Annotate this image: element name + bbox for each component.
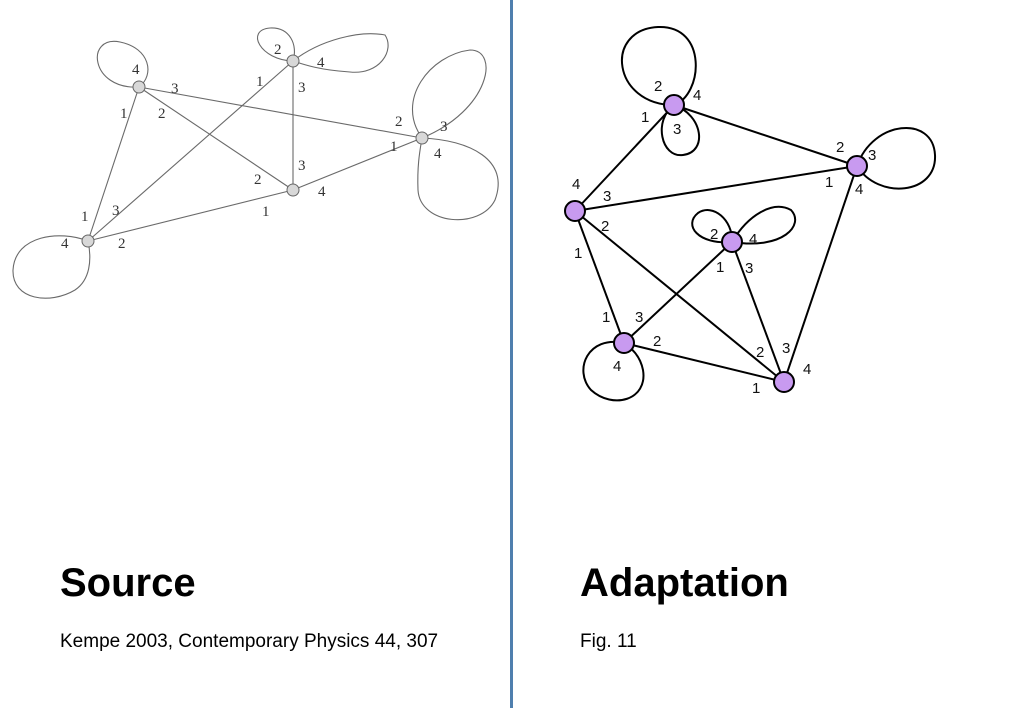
- source-port-label: 2: [254, 172, 262, 188]
- adaptation-port-label: 1: [602, 309, 610, 326]
- adaptation-loop: [855, 126, 937, 190]
- source-port-label: 4: [434, 146, 442, 162]
- adaptation-port-label: 3: [782, 340, 790, 357]
- source-port-label: 4: [61, 236, 69, 252]
- adaptation-port-label: 3: [635, 309, 643, 326]
- source-node: [81, 234, 95, 248]
- adaptation-node: [846, 155, 868, 177]
- adaptation-port-label: 4: [572, 176, 580, 193]
- source-panel: 4 3 1 2 2 4 1 3 2 3 1 4 2 3 4 1 1 3 4 2 …: [0, 0, 510, 708]
- adaptation-edge: [783, 165, 858, 383]
- adaptation-loop: [660, 103, 700, 157]
- source-edge: [87, 60, 294, 242]
- adaptation-edge: [574, 165, 858, 212]
- adaptation-port-label: 4: [613, 358, 621, 375]
- source-port-label: 3: [112, 203, 120, 219]
- source-port-label: 1: [120, 106, 128, 122]
- source-node: [286, 183, 300, 197]
- source-node: [132, 80, 146, 94]
- adaptation-port-label: 4: [803, 361, 811, 378]
- adaptation-port-label: 2: [710, 226, 718, 243]
- adaptation-edge: [623, 241, 733, 344]
- source-port-label: 2: [118, 236, 126, 252]
- adaptation-port-label: 1: [641, 109, 649, 126]
- source-port-label: 2: [158, 106, 166, 122]
- adaptation-port-label: 3: [603, 188, 611, 205]
- adaptation-graph: 2 4 1 3 2 3 1 4 4 3 2 1 2 4 1 3 1 3 2 4 …: [564, 25, 937, 402]
- adaptation-port-label: 3: [745, 260, 753, 277]
- source-port-label: 1: [390, 139, 398, 155]
- adaptation-edge: [574, 104, 675, 212]
- source-port-label: 1: [262, 204, 270, 220]
- source-port-label: 4: [132, 62, 140, 78]
- adaptation-port-label: 2: [836, 139, 844, 156]
- adaptation-node: [613, 332, 635, 354]
- adaptation-edge: [574, 210, 785, 383]
- adaptation-edge: [731, 241, 785, 383]
- source-loop: [291, 33, 389, 73]
- source-port-label: 3: [171, 81, 179, 97]
- source-port-label: 4: [318, 184, 326, 200]
- source-loop: [411, 49, 487, 139]
- source-port-label: 2: [274, 42, 282, 58]
- source-node: [415, 131, 429, 145]
- adaptation-port-label: 4: [749, 231, 757, 248]
- adaptation-edge: [623, 342, 785, 383]
- adaptation-node: [663, 94, 685, 116]
- adaptation-port-label: 1: [825, 174, 833, 191]
- source-loop: [417, 137, 499, 221]
- adaptation-loop: [730, 205, 797, 245]
- source-graph: 4 3 1 2 2 4 1 3 2 3 1 4 2 3 4 1 1 3 4 2: [12, 27, 499, 299]
- adaptation-port-label: 2: [654, 78, 662, 95]
- source-port-label: 2: [395, 114, 403, 130]
- adaptation-loop: [691, 209, 734, 244]
- adaptation-loop: [582, 340, 645, 402]
- source-edge: [138, 86, 294, 191]
- adaptation-port-label: 1: [716, 259, 724, 276]
- adaptation-port-label: 1: [574, 245, 582, 262]
- adaptation-port-label: 2: [756, 344, 764, 361]
- source-port-label: 1: [256, 74, 264, 90]
- source-edge: [87, 86, 140, 242]
- adaptation-heading: Adaptation: [580, 561, 789, 605]
- adaptation-port-label: 2: [601, 218, 609, 235]
- source-port-label: 3: [298, 80, 306, 96]
- adaptation-node: [721, 231, 743, 253]
- adaptation-port-label: 4: [855, 181, 863, 198]
- source-edge: [138, 86, 423, 139]
- source-loop: [96, 40, 149, 88]
- source-edge: [292, 137, 423, 191]
- source-node: [286, 54, 300, 68]
- adaptation-port-label: 1: [752, 380, 760, 397]
- source-port-label: 1: [81, 209, 89, 225]
- source-loop: [12, 235, 91, 299]
- source-port-label: 3: [440, 119, 448, 135]
- panel-divider: [510, 0, 513, 708]
- source-port-label: 3: [298, 158, 306, 174]
- adaptation-port-label: 2: [653, 333, 661, 350]
- adaptation-node: [564, 200, 586, 222]
- adaptation-caption: Fig. 11: [580, 631, 637, 652]
- source-heading: Source: [60, 561, 196, 605]
- adaptation-panel: 2 4 1 3 2 3 1 4 4 3 2 1 2 4 1 3 1 3 2 4 …: [513, 0, 1023, 708]
- source-loop: [257, 27, 295, 62]
- adaptation-loop: [621, 25, 697, 107]
- adaptation-node: [773, 371, 795, 393]
- adaptation-port-label: 3: [673, 121, 681, 138]
- adaptation-port-label: 4: [693, 87, 701, 104]
- adaptation-port-label: 3: [868, 147, 876, 164]
- source-edge: [87, 189, 294, 242]
- adaptation-edge: [574, 210, 625, 344]
- adaptation-edge: [673, 104, 858, 167]
- source-caption: Kempe 2003, Contemporary Physics 44, 307: [60, 631, 439, 652]
- source-port-label: 4: [317, 55, 325, 71]
